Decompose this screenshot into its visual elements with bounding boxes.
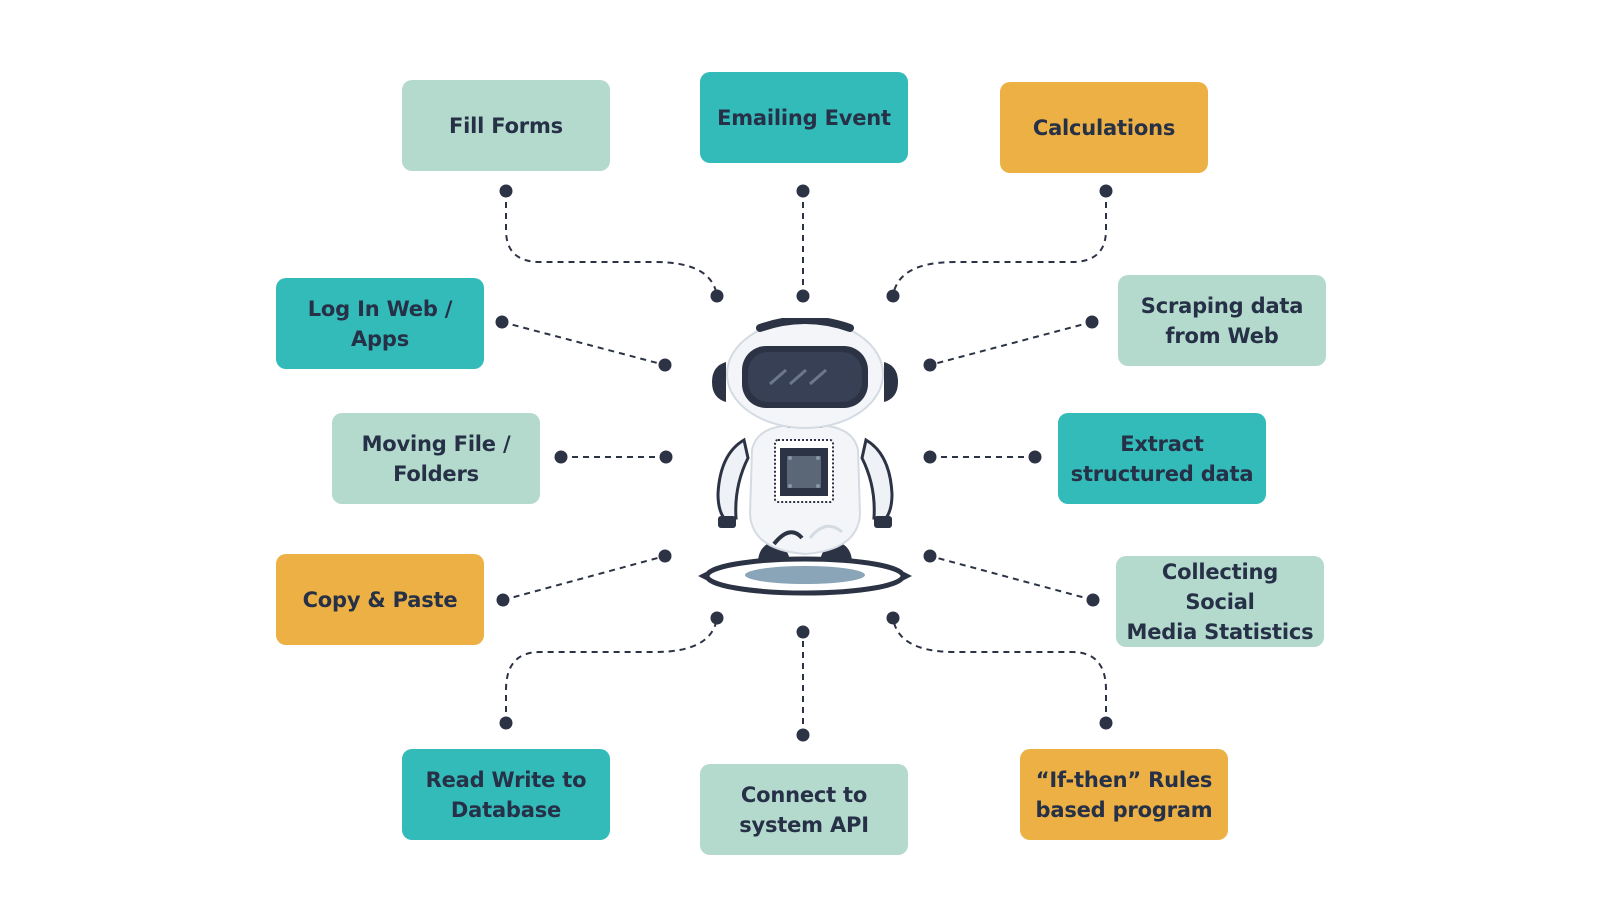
connector-dot <box>659 450 673 464</box>
task-social-stats: Collecting Social Media Statistics <box>1116 556 1324 647</box>
connector-dot <box>710 611 724 625</box>
task-label: based program <box>1035 797 1213 822</box>
task-scraping: Scraping data from Web <box>1118 275 1326 366</box>
connector-scraping <box>929 321 1093 366</box>
connector-dot <box>923 549 937 563</box>
connector-log-in <box>501 321 666 366</box>
task-moving-file: Moving File / Folders <box>332 413 540 504</box>
connector-dot <box>796 728 810 742</box>
task-label: Connect to <box>740 782 868 807</box>
connector-dot <box>923 450 937 464</box>
task-calculations: Calculations <box>1000 82 1208 173</box>
task-fill-forms: Fill Forms <box>402 80 610 171</box>
task-emailing-event: Emailing Event <box>700 72 908 163</box>
task-label: Emailing Event <box>717 105 891 130</box>
connector-read-write-db <box>505 617 718 723</box>
connector-fill-forms <box>505 191 718 297</box>
connector-social-stats <box>929 555 1094 601</box>
task-label: Extract <box>1120 431 1204 456</box>
connector-if-then <box>892 617 1107 723</box>
connector-dot <box>796 625 810 639</box>
connector-dot <box>886 289 900 303</box>
task-label: Calculations <box>1032 115 1176 140</box>
connector-dot <box>923 358 937 372</box>
task-extract: Extract structured data <box>1058 413 1266 504</box>
connector-dot <box>1099 716 1113 730</box>
task-label: Copy & Paste <box>302 587 458 612</box>
connector-dot <box>658 549 672 563</box>
task-label: Media Statistics <box>1126 619 1314 644</box>
connector-dot <box>495 315 509 329</box>
task-label: Moving File / <box>361 431 511 456</box>
task-label: Folders <box>393 461 479 486</box>
task-label: Fill Forms <box>449 113 563 138</box>
connector-copy-paste <box>502 555 666 601</box>
task-copy-paste: Copy & Paste <box>276 554 484 645</box>
connector-dot <box>796 184 810 198</box>
task-label: from Web <box>1165 323 1279 348</box>
connector-dot <box>710 289 724 303</box>
task-label: Collecting Social <box>1161 559 1279 614</box>
connector-dot <box>554 450 568 464</box>
connector-dot <box>886 611 900 625</box>
connector-calculations <box>892 191 1107 297</box>
task-connect-api: Connect to system API <box>700 764 908 855</box>
connector-dot <box>499 716 513 730</box>
task-if-then: “If-then” Rules based program <box>1020 749 1228 840</box>
task-label: structured data <box>1070 461 1254 486</box>
connector-dot <box>1028 450 1042 464</box>
task-label: Scraping data <box>1140 293 1304 318</box>
task-read-write-db: Read Write to Database <box>402 749 610 840</box>
task-label: system API <box>739 812 869 837</box>
connector-dot <box>1099 184 1113 198</box>
task-log-in: Log In Web / Apps <box>276 278 484 369</box>
connector-dot <box>496 593 510 607</box>
connector-dot <box>499 184 513 198</box>
task-label: “If-then” Rules <box>1035 767 1213 792</box>
connector-dot <box>796 289 810 303</box>
connector-dot <box>1086 593 1100 607</box>
robot-icon <box>698 318 912 596</box>
task-label: Log In Web / Apps <box>307 296 453 351</box>
task-label: Database <box>450 797 562 822</box>
connector-dot <box>658 358 672 372</box>
task-label: Read Write to <box>425 767 587 792</box>
connector-dot <box>1085 315 1099 329</box>
